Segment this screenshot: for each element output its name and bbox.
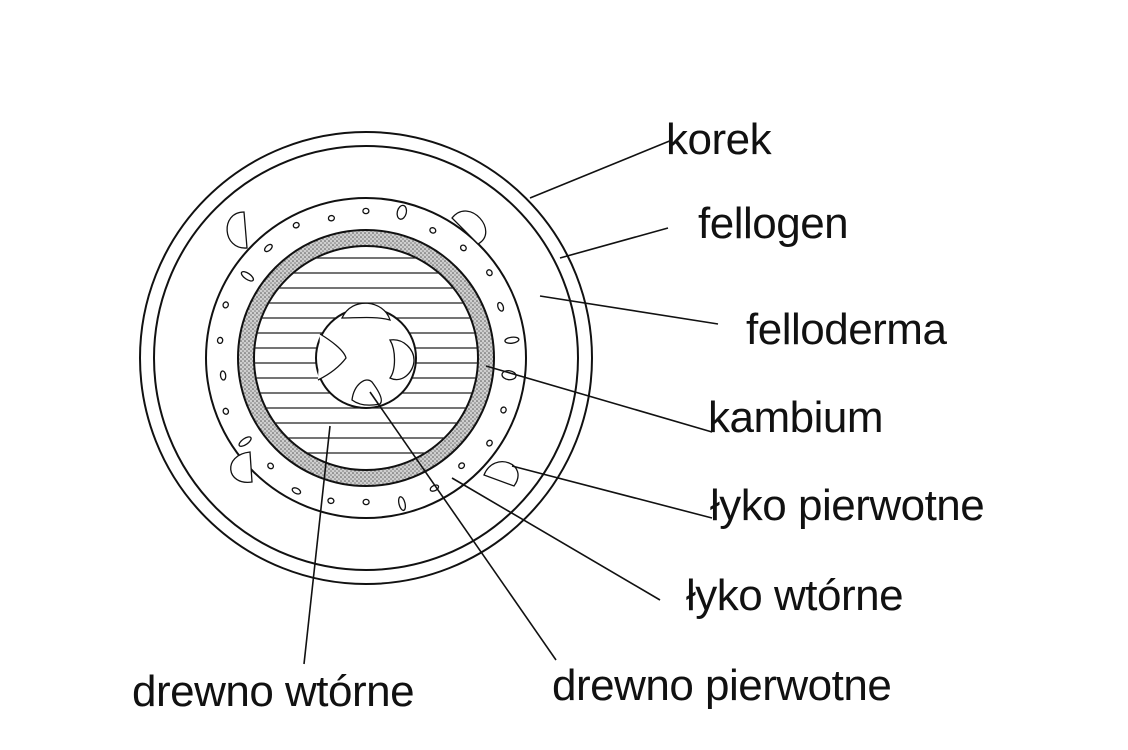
phloem-cell	[238, 436, 252, 447]
phloem-cell	[497, 301, 505, 312]
label-lyko-pierwotne: łyko pierwotne	[710, 481, 984, 530]
label-drewno-wtorne: drewno wtórne	[132, 667, 414, 716]
phloem-cell	[429, 227, 437, 234]
felloderma-ring	[205, 197, 527, 519]
kambium-band	[238, 230, 494, 486]
phloem-cell	[396, 204, 408, 220]
phloem-cell	[362, 498, 370, 506]
label-drewno-pierwotne: drewno pierwotne	[552, 661, 891, 710]
phloem-cell	[486, 439, 493, 447]
phloem-cell	[362, 207, 370, 215]
label-fellogen: fellogen	[698, 199, 848, 248]
secondary-phloem-cells	[216, 204, 520, 512]
phloem-cell	[504, 336, 520, 344]
fellogen-ring	[153, 145, 579, 571]
phloem-cell	[500, 406, 507, 414]
phloem-cell	[291, 487, 302, 495]
phloem-cell	[219, 370, 227, 381]
phloem-cell	[222, 407, 230, 415]
phloem-cell	[327, 497, 335, 505]
kambium-inner-edge	[253, 245, 479, 471]
label-korek: korek	[666, 115, 773, 164]
phloem-cell	[397, 496, 407, 512]
primary-phloem-caps	[226, 210, 519, 487]
label-felloderma: felloderma	[746, 305, 947, 354]
primary-xylem-arms	[317, 302, 415, 406]
phloem-cell	[240, 270, 255, 282]
phloem-cell	[459, 244, 467, 252]
phloem-cell	[458, 462, 466, 470]
phloem-cell	[486, 269, 493, 277]
kambium-outer-edge	[237, 229, 495, 487]
label-kambium: kambium	[708, 393, 883, 442]
label-lyko-wtorne: łyko wtórne	[686, 571, 903, 620]
korek-ring	[139, 131, 593, 585]
phloem-cell	[263, 243, 273, 253]
phloem-cell	[292, 221, 300, 229]
phloem-cell	[216, 336, 224, 345]
phloem-cell	[327, 214, 336, 222]
phloem-cell	[222, 301, 230, 309]
phloem-cell	[267, 462, 275, 470]
leader-lines	[303, 139, 719, 665]
